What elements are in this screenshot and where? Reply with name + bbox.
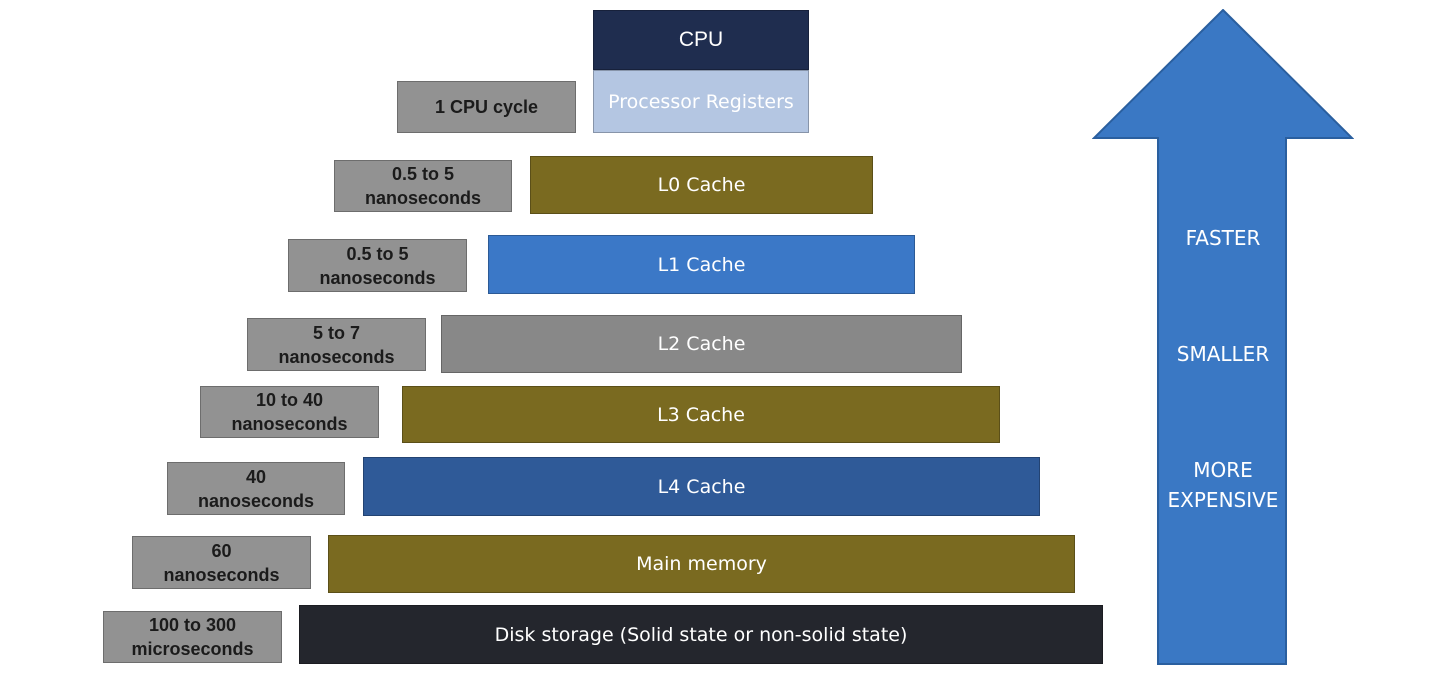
arrow-label-smaller: SMALLER [1176,342,1270,366]
cpu-box: CPU [593,10,809,70]
latency-l1-label: 0.5 to 5 nanoseconds [319,243,436,288]
latency-l4: 40 nanoseconds [167,462,345,515]
tier-l4-cache: L4 Cache [363,457,1040,516]
tier-l4-cache-label: L4 Cache [657,475,746,498]
latency-disk-storage-label: 100 to 300 microseconds [131,615,254,659]
latency-l2-label: 5 to 7 nanoseconds [278,322,395,367]
tier-l3-cache: L3 Cache [402,386,1000,443]
cpu-cycle-latency-label: 1 CPU cycle [434,97,539,117]
cpu-label: CPU [678,28,724,51]
latency-main-memory-label: 60 nanoseconds [163,540,280,585]
tier-l1-cache-label: L1 Cache [657,253,746,276]
latency-l0-label: 0.5 to 5 nanoseconds [364,164,482,208]
tier-l0-cache: L0 Cache [530,156,873,214]
cpu-cycle-latency: 1 CPU cycle [397,81,576,133]
latency-l2: 5 to 7 nanoseconds [247,318,426,371]
tier-disk-storage: Disk storage (Solid state or non-solid s… [299,605,1103,664]
arrow-label-more-expensive: MORE EXPENSIVE [1167,458,1279,512]
tier-disk-storage-label: Disk storage (Solid state or non-solid s… [494,623,908,646]
tier-l1-cache: L1 Cache [488,235,915,294]
latency-disk-storage: 100 to 300 microseconds [103,611,282,663]
up-arrow-icon [1092,9,1354,665]
tier-main-memory: Main memory [328,535,1075,593]
processor-registers-box: Processor Registers [593,70,809,133]
tier-l3-cache-label: L3 Cache [657,403,745,426]
processor-registers-label: Processor Registers [608,90,794,113]
latency-l3: 10 to 40 nanoseconds [200,386,379,438]
arrow-label-faster: FASTER [1185,226,1261,250]
latency-l4-label: 40 nanoseconds [197,466,315,511]
latency-l0: 0.5 to 5 nanoseconds [334,160,512,212]
latency-main-memory: 60 nanoseconds [132,536,311,589]
latency-l3-label: 10 to 40 nanoseconds [231,390,348,434]
latency-l1: 0.5 to 5 nanoseconds [288,239,467,292]
tier-main-memory-label: Main memory [636,553,767,575]
tier-l2-cache-label: L2 Cache [657,333,746,355]
tier-l2-cache: L2 Cache [441,315,962,373]
faster-smaller-expensive-arrow: FASTER SMALLER MORE EXPENSIVE [1092,9,1354,666]
tier-l0-cache-label: L0 Cache [657,174,746,196]
